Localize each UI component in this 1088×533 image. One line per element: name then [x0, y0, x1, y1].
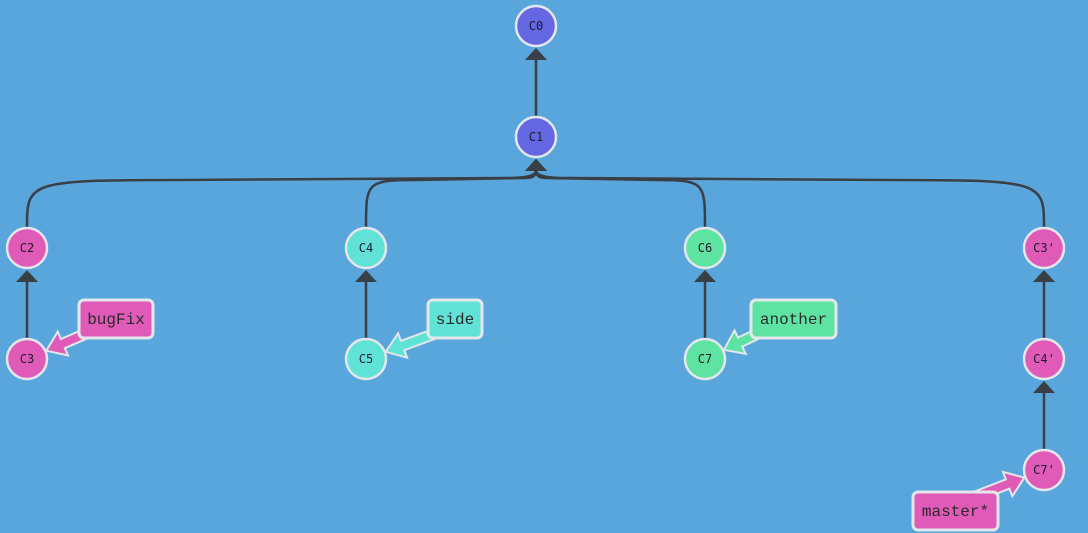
- commit-id-label: C4': [1033, 352, 1055, 366]
- commit-c7[interactable]: C7: [683, 337, 727, 381]
- edge-c3-to-c2: [16, 270, 38, 339]
- arrowhead: [525, 48, 547, 60]
- commit-c3-prime[interactable]: C3': [1022, 226, 1066, 270]
- commit-id-label: C1: [529, 130, 543, 144]
- branch-labels-layer: bugFix side another master*: [44, 298, 1026, 532]
- edge-c2-to-c1: [25, 159, 547, 229]
- arrowhead: [694, 270, 716, 282]
- branch-master[interactable]: master*: [911, 470, 1026, 532]
- commit-id-label: C4: [359, 241, 373, 255]
- arrowhead: [525, 159, 547, 171]
- edge-line: [534, 168, 1046, 229]
- commit-id-label: C2: [20, 241, 34, 255]
- commit-circle[interactable]: [5, 337, 49, 381]
- commit-c2[interactable]: C2: [5, 226, 49, 270]
- branch-pointer-arrow: [44, 328, 89, 357]
- commit-c0[interactable]: C0: [514, 4, 558, 48]
- edge-c4-prime-to-c3-prime: [1033, 270, 1055, 339]
- edge-c1-to-c0: [525, 48, 547, 117]
- commit-id-label: C7: [698, 352, 712, 366]
- branch-pointer-arrow: [384, 328, 437, 360]
- commit-circle[interactable]: [344, 337, 388, 381]
- commit-c6[interactable]: C6: [683, 226, 727, 270]
- commit-id-label: C3: [20, 352, 34, 366]
- commit-id-label: C3': [1033, 241, 1055, 255]
- branch-bugfix[interactable]: bugFix: [44, 298, 155, 357]
- commit-circle[interactable]: [5, 226, 49, 270]
- commit-c7-prime[interactable]: C7': [1022, 448, 1066, 492]
- commit-circle[interactable]: [1022, 226, 1066, 270]
- branch-another[interactable]: another: [722, 298, 838, 356]
- branch-side[interactable]: side: [384, 298, 484, 360]
- commit-circle[interactable]: [683, 226, 727, 270]
- commit-c3[interactable]: C3: [5, 337, 49, 381]
- edge-c3-prime-to-c1: [525, 159, 1046, 229]
- commit-id-label: C0: [529, 19, 543, 33]
- commit-id-label: C6: [698, 241, 712, 255]
- commit-id-label: C7': [1033, 463, 1055, 477]
- commit-c5[interactable]: C5: [344, 337, 388, 381]
- arrowhead: [16, 270, 38, 282]
- commit-id-label: C5: [359, 352, 373, 366]
- branch-name: master*: [922, 503, 989, 521]
- edge-c7-prime-to-c4-prime: [1033, 381, 1055, 450]
- branch-label-box[interactable]: [426, 298, 484, 340]
- branch-label-box[interactable]: [77, 298, 155, 340]
- commit-c1[interactable]: C1: [514, 115, 558, 159]
- edge-c5-to-c4: [355, 270, 377, 339]
- edge-line: [25, 168, 538, 229]
- commit-circle[interactable]: [683, 337, 727, 381]
- arrowhead: [1033, 381, 1055, 393]
- arrowhead: [355, 270, 377, 282]
- commit-circle[interactable]: [1022, 448, 1066, 492]
- commit-c4[interactable]: C4: [344, 226, 388, 270]
- branch-name: side: [436, 311, 474, 329]
- arrowhead: [1033, 270, 1055, 282]
- edge-c6-to-c1: [525, 159, 707, 229]
- commit-circle[interactable]: [344, 226, 388, 270]
- commit-circle[interactable]: [514, 4, 558, 48]
- commit-circle[interactable]: [1022, 337, 1066, 381]
- branch-name: another: [760, 311, 827, 329]
- branch-label-box[interactable]: [911, 490, 1000, 532]
- commit-c4-prime[interactable]: C4': [1022, 337, 1066, 381]
- edges-layer: [16, 48, 1055, 450]
- branch-name: bugFix: [87, 311, 145, 329]
- commit-circle[interactable]: [514, 115, 558, 159]
- edge-c7-to-c6: [694, 270, 716, 339]
- branch-label-box[interactable]: [749, 298, 838, 340]
- edge-c4-to-c1: [364, 159, 547, 229]
